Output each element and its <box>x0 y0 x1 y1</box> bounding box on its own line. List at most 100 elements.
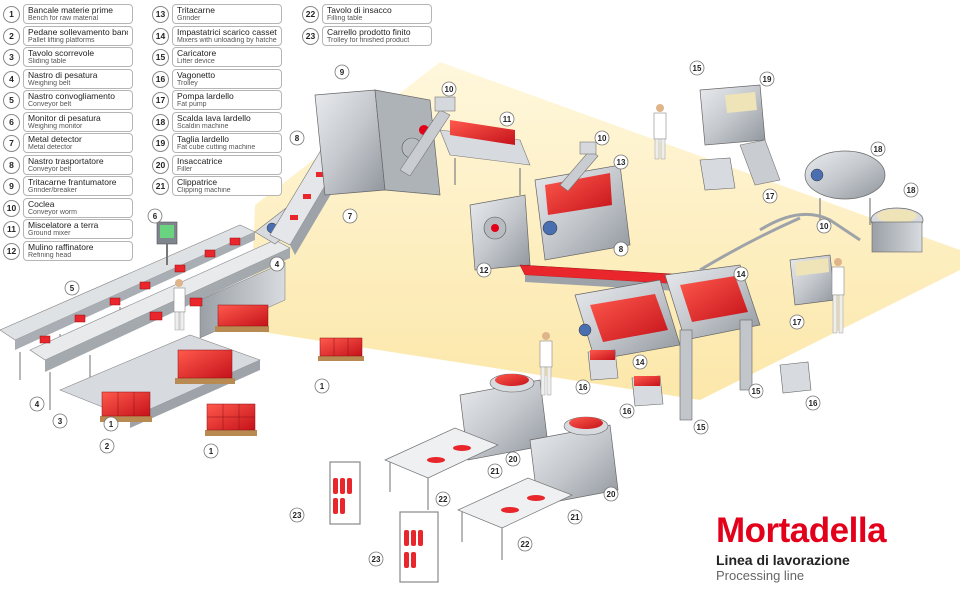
callout-marker: 10 <box>441 81 457 97</box>
legend-label-italian: Monitor di pesatura <box>28 113 101 123</box>
legend-label-italian: Scalda lava lardello <box>177 113 251 123</box>
callout-marker: 3 <box>52 413 68 429</box>
callout-marker: 21 <box>487 463 503 479</box>
legend-label-italian: Mulino raffinatore <box>28 242 94 252</box>
callout-circle <box>567 509 583 525</box>
callout-number: 6 <box>153 212 158 221</box>
callout-number: 14 <box>737 270 746 279</box>
legend-label-italian: Miscelatore a terra <box>28 221 99 230</box>
conveyor-worm-10-middle <box>559 141 599 192</box>
legend-number: 14 <box>152 27 169 45</box>
legend-number: 20 <box>152 156 169 174</box>
callout-marker: 18 <box>870 141 886 157</box>
callout-number: 12 <box>480 266 489 275</box>
legend-label-italian: Impastatrici scarico cassetti <box>177 27 277 37</box>
legend-label-italian: Tritacarne <box>177 6 215 15</box>
finished-product-trolleys-23 <box>329 461 439 583</box>
legend-label-english: Filler <box>177 165 193 173</box>
callout-circle <box>762 188 778 204</box>
title-subtitle-english: Processing line <box>716 568 805 583</box>
callout-marker: 9 <box>334 64 350 80</box>
legend-number: 11 <box>3 221 20 238</box>
callout-marker: 11 <box>499 111 515 127</box>
operator-filling <box>539 332 553 396</box>
pallet-group-center <box>175 304 269 384</box>
callout-number: 1 <box>320 382 325 391</box>
callout-marker: 16 <box>619 403 635 419</box>
legend-label-english: Grinder <box>177 15 201 22</box>
callout-number: 11 <box>503 115 512 124</box>
title-block: Mortadella Linea di lavorazione Processi… <box>716 512 887 584</box>
legend-number: 15 <box>152 49 169 66</box>
legend-label-english: Sliding table <box>28 58 67 65</box>
callout-marker: 10 <box>594 130 610 146</box>
legend-label-italian: Nastro trasportatore <box>28 156 104 166</box>
callout-number: 3 <box>58 417 63 426</box>
callout-number: 10 <box>820 222 829 231</box>
fat-pump-17-bottom <box>789 254 836 306</box>
pallet-1-bottom <box>205 403 257 436</box>
legend-label-english: Conveyor belt <box>28 165 72 173</box>
callout-circle <box>499 111 515 127</box>
callout-circle <box>594 130 610 146</box>
callout-number: 10 <box>445 85 454 94</box>
callout-number: 7 <box>348 212 353 221</box>
callout-marker: 16 <box>805 395 821 411</box>
legend-number: 12 <box>3 242 20 260</box>
legend-number: 16 <box>152 70 169 88</box>
callout-circle <box>342 208 358 224</box>
callout-circle <box>203 443 219 459</box>
callout-marker: 6 <box>147 208 163 224</box>
legend-label-english: Mixers with unloading by hatches <box>177 36 277 44</box>
legend-label-english: Fat pump <box>177 101 207 108</box>
legend-label-english: Lifter device <box>177 58 215 65</box>
callout-marker: 15 <box>693 419 709 435</box>
legend-number: 21 <box>152 178 169 195</box>
callout-number: 20 <box>509 455 518 464</box>
callout-circle <box>29 396 45 412</box>
callout-circle <box>147 208 163 224</box>
callout-number: 1 <box>209 447 214 456</box>
callout-circle <box>487 463 503 479</box>
callout-number: 23 <box>293 511 302 520</box>
legend-number: 7 <box>3 135 20 152</box>
legend-label-english: Weighing belt <box>28 79 71 87</box>
legend-label-italian: Pedane sollevamento bancale <box>28 27 128 37</box>
legend-label-english: Conveyor worm <box>28 208 78 216</box>
callout-number: 1 <box>109 420 114 429</box>
meat-blocks-on-belt <box>39 237 241 344</box>
fat-cube-cutter-19 <box>699 84 781 186</box>
callout-circle <box>505 451 521 467</box>
callout-marker: 20 <box>505 451 521 467</box>
legend-number: 17 <box>152 92 169 109</box>
trolleys-16 <box>587 349 812 407</box>
legend-label-english: Bench for raw material <box>28 15 99 22</box>
callout-number: 17 <box>766 192 775 201</box>
callout-number: 15 <box>697 423 706 432</box>
callout-circle <box>903 182 919 198</box>
legend-label-english: Metal detector <box>28 144 73 151</box>
callout-marker: 7 <box>342 208 358 224</box>
callout-circle <box>99 438 115 454</box>
callout-circle <box>789 314 805 330</box>
callout-number: 4 <box>275 260 280 269</box>
